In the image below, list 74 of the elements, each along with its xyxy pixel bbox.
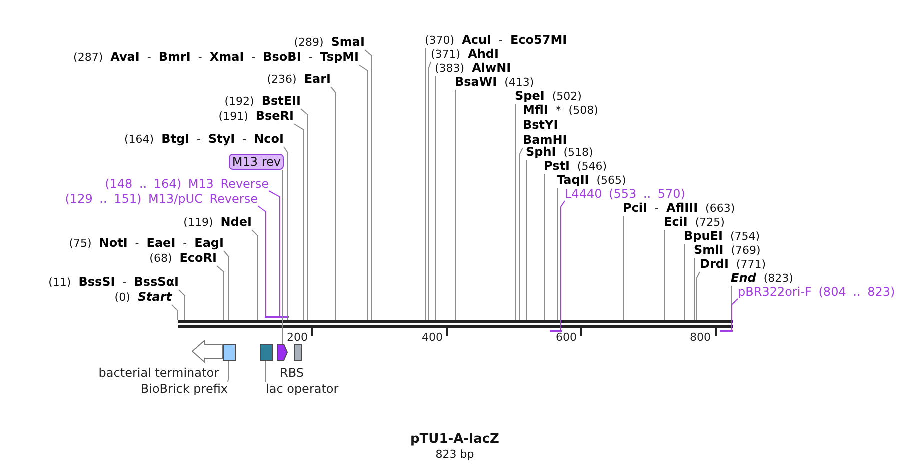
leader-line <box>178 290 186 320</box>
enzyme-label: BamHI <box>523 133 568 147</box>
feature-label: RBS <box>280 366 304 380</box>
leader-line <box>172 304 178 320</box>
enzyme-label: BpuEI (754) <box>684 229 760 244</box>
primer-label: pBR322ori-F (804 .. 823) <box>738 285 896 299</box>
leader-line <box>252 230 258 320</box>
feature-tag: M13 rev <box>229 154 284 170</box>
enzyme-label: BsaWI (413) <box>455 75 534 90</box>
terminator-symbol <box>192 340 223 363</box>
leader-line <box>694 258 696 320</box>
leader-line <box>544 174 546 320</box>
feature-box <box>223 344 236 361</box>
leader-line <box>258 206 266 316</box>
enzyme-label: PstI (546) <box>544 159 608 174</box>
enzyme-label: End (823) <box>731 271 794 286</box>
enzyme-label: (383) AlwNI <box>435 61 512 76</box>
scale-label: 600 <box>556 331 577 345</box>
enzyme-label: MflI* (508) <box>523 103 598 118</box>
enzyme-label: (119) NdeI <box>184 215 252 230</box>
leader-line <box>300 108 308 320</box>
enzyme-label: (236) EarI <box>267 72 331 87</box>
feature-label: lac operator <box>266 382 339 396</box>
enzyme-label: TaqII (565) <box>557 173 626 188</box>
enzyme-label: SmlI (769) <box>694 243 761 258</box>
primer-label: (148 .. 164) M13 Reverse <box>105 177 269 191</box>
feature-label: BioBrick prefix <box>140 382 228 396</box>
enzyme-label: SphI (518) <box>526 145 594 160</box>
scale-label: 400 <box>422 331 443 345</box>
leader-line <box>330 86 336 320</box>
enzyme-label: (287) AvaI - BmrI - XmaI - BsoBI - TspMI <box>74 50 359 65</box>
feature-box <box>260 344 273 361</box>
enzyme-label: (11) BssSI - BssSαI <box>48 275 179 290</box>
feature-box <box>294 344 302 361</box>
enzyme-label: EciI (725) <box>664 215 725 230</box>
leader-line <box>358 64 368 320</box>
feature-pentagon <box>277 344 288 361</box>
leader-line <box>224 250 230 320</box>
enzyme-label: (68) EcoRI <box>150 251 217 266</box>
leader-line <box>364 50 372 320</box>
leader-line <box>294 124 304 320</box>
sequence-length: 823 bp <box>436 447 474 463</box>
enzyme-label: BstYI <box>523 118 560 133</box>
scale-label: 800 <box>690 331 711 345</box>
enzyme-label: (192) BstEII <box>224 94 301 109</box>
enzyme-label: SpeI (502) <box>515 89 582 104</box>
enzyme-label: (164) BtgI - StyI - NcoI <box>124 132 284 147</box>
primer-label: (129 .. 151) M13/pUC Reverse <box>65 192 258 206</box>
leader-line <box>526 160 528 320</box>
leader-line <box>268 190 280 316</box>
leader-line <box>684 244 686 320</box>
enzyme-label: (370) AcuI - Eco57MI <box>425 33 568 48</box>
enzyme-label: (75) NotI - EaeI - EagI <box>69 236 224 251</box>
feature-label: bacterial terminator <box>98 366 219 380</box>
leader-line <box>560 200 566 330</box>
enzyme-label: (0) Start <box>114 290 172 305</box>
leader-line <box>282 170 284 344</box>
leader-line <box>228 360 230 382</box>
scale-label: 200 <box>287 331 308 345</box>
leader-line <box>732 298 738 330</box>
enzyme-label: (371) AhdI <box>431 47 499 62</box>
leader-line <box>664 230 666 320</box>
dna-backbone <box>178 320 733 328</box>
leader-line <box>216 266 224 320</box>
enzyme-label: (289) SmaI <box>294 35 365 50</box>
diagram-title: pTU1-A-lacZ <box>410 432 500 448</box>
leader-line <box>520 148 524 320</box>
enzyme-label: PciI - AflIII (663) <box>623 201 736 216</box>
leader-line <box>284 146 288 320</box>
leader-line <box>428 62 432 320</box>
leader-line <box>696 272 700 320</box>
enzyme-label: DrdI (771) <box>700 257 766 272</box>
primer-label: L4440 (553 .. 570) <box>565 187 686 201</box>
enzyme-label: (191) BseRI <box>218 109 294 124</box>
